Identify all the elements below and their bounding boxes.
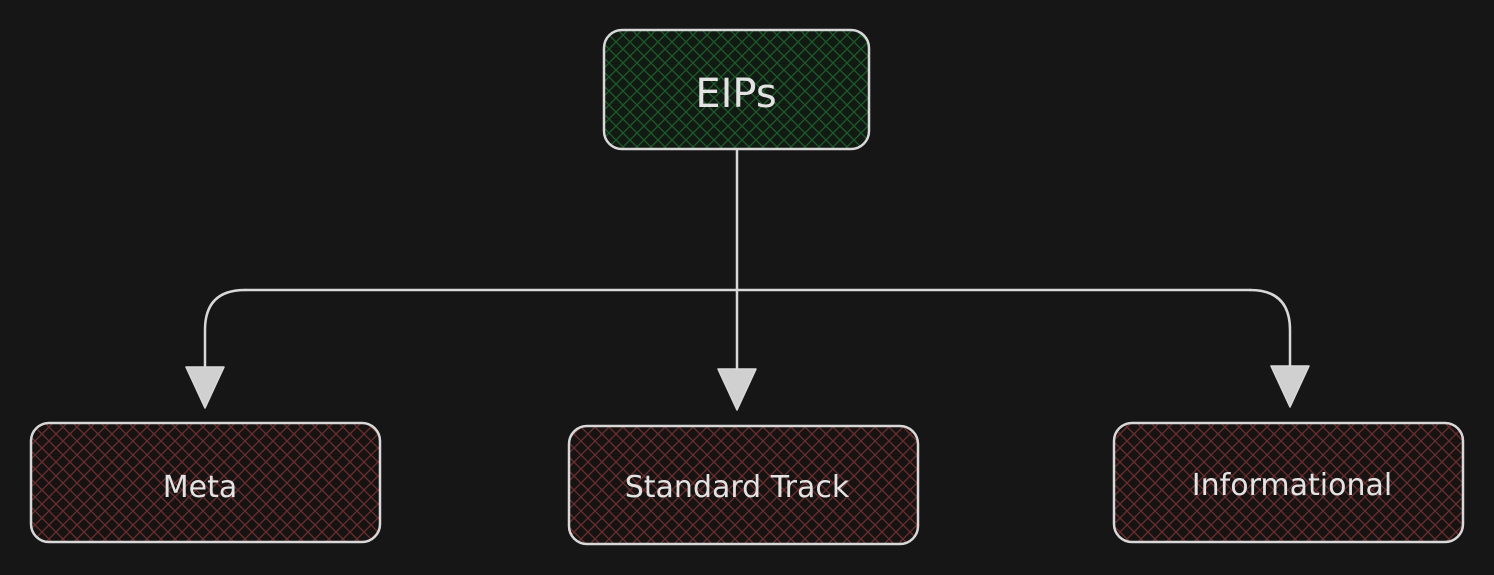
node-standard-track-label: Standard Track bbox=[625, 470, 850, 505]
edge-to-meta bbox=[203, 288, 247, 377]
node-eips[interactable]: EIPs bbox=[602, 28, 871, 151]
node-meta-label: Meta bbox=[163, 470, 238, 505]
node-standard-track[interactable]: Standard Track bbox=[567, 424, 920, 546]
node-informational[interactable]: Informational bbox=[1112, 421, 1465, 544]
edges bbox=[203, 148, 1292, 377]
arrowhead-down-icon bbox=[185, 366, 225, 409]
arrowheads bbox=[185, 365, 1310, 411]
node-meta[interactable]: Meta bbox=[29, 421, 382, 544]
edge-to-informational bbox=[1248, 288, 1292, 377]
node-eips-label: EIPs bbox=[695, 71, 776, 117]
arrowhead-down-icon bbox=[717, 368, 757, 411]
node-informational-label: Informational bbox=[1192, 468, 1392, 503]
arrowhead-down-icon bbox=[1270, 365, 1310, 408]
